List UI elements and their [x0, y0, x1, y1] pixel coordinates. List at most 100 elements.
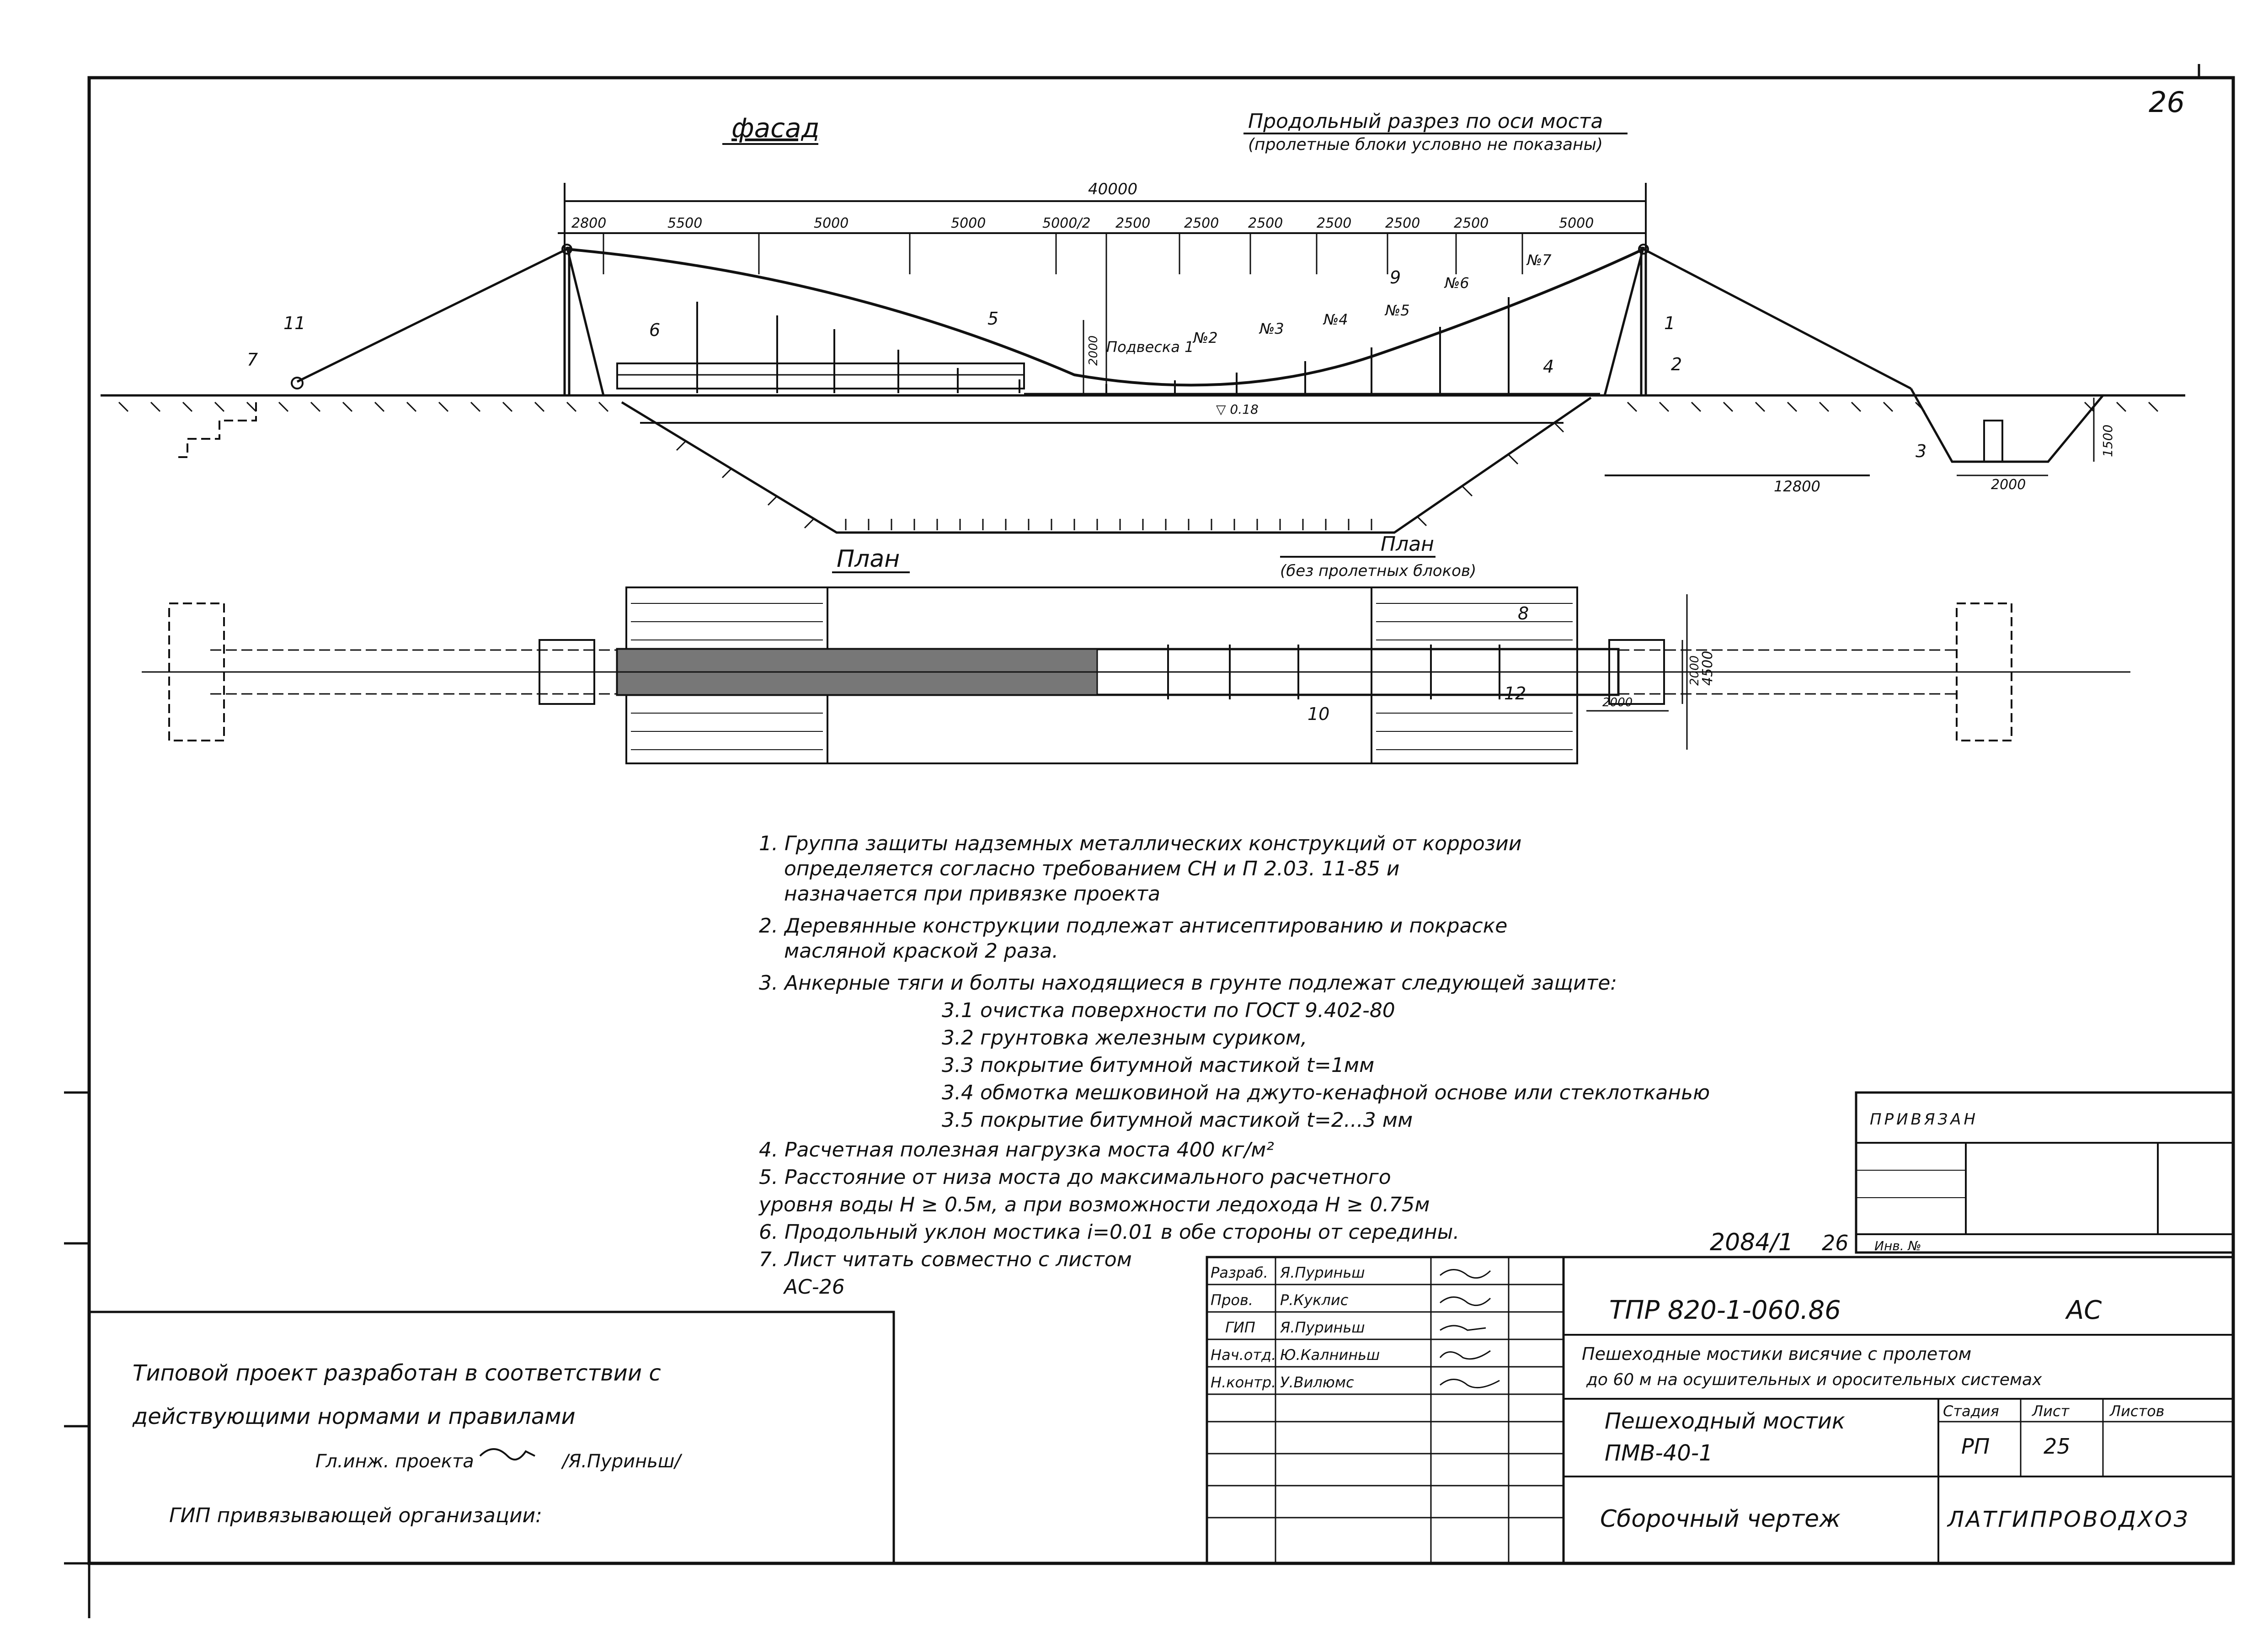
note-line-1: 1. Группа защиты надземных металлических… [759, 832, 1521, 855]
note-line-17: АС-26 [783, 1275, 845, 1299]
plan-note: (без пролетных блоков) [1280, 562, 1476, 580]
typical-line-2: действующими нормами и правилами [132, 1404, 576, 1429]
note-line-4: 2. Деревянные конструкции подлежат антис… [759, 914, 1507, 938]
project-name-1: Пешеходные мостики висячие с пролетом [1582, 1344, 1971, 1364]
dim-7: 2500 [1184, 215, 1219, 231]
signatures [1439, 1269, 1500, 1389]
pit-width: 2000 [1991, 477, 2026, 493]
plan-mark-10: 10 [1307, 704, 1329, 724]
note-line-8: 3.2 грунтовка железным суриком, [942, 1026, 1307, 1050]
typical-project-box: Типовой проект разработан в соответствии… [88, 1311, 895, 1565]
inventory-label: Инв. № [1874, 1238, 1921, 1253]
hanger-1: Подвеска 1 [1106, 338, 1194, 356]
mark-1: 1 [1664, 313, 1675, 333]
typical-line-3: Гл.инж. проекта [315, 1451, 474, 1472]
note-line-7: 3.1 очистка поверхности по ГОСТ 9.402-80 [942, 999, 1395, 1022]
organization: ЛАТГИПРОВОДХОЗ [1947, 1507, 2189, 1532]
note-line-6: 3. Анкерные тяги и болты находящиеся в г… [759, 971, 1617, 995]
level-mark: ▽ 0.18 [1216, 402, 1259, 417]
hanger-4: №4 [1323, 311, 1348, 328]
typical-line-3-name: /Я.Пуриньш/ [561, 1451, 683, 1472]
binding-label: ПРИВЯЗАН [1870, 1110, 1978, 1129]
mark-3: 3 [1916, 441, 1926, 461]
staff-role-2: Пров. [1211, 1291, 1253, 1309]
total-dimension: 40000 [1088, 180, 1137, 198]
plan-mark-8: 8 [1518, 603, 1529, 624]
staff-name-3: Я.Пуриньш [1280, 1319, 1365, 1336]
dim-11: 2500 [1454, 215, 1489, 231]
dim-8: 2500 [1248, 215, 1283, 231]
sheet-frame [87, 76, 2235, 1565]
plan-title: План [837, 545, 900, 573]
note-line-11: 3.5 покрытие битумной мастикой t=2...3 м… [942, 1109, 1413, 1132]
project-name-2: до 60 м на осушительных и оросительных с… [1586, 1370, 2042, 1389]
project-code: ТПР 820-1-060.86 [1609, 1295, 1841, 1325]
note-line-2: определяется согласно требованием СН и П… [784, 857, 1399, 880]
mark-7: 7 [247, 350, 258, 370]
plan-dim-vert: 4500 [1700, 651, 1716, 686]
mark-6: 6 [649, 320, 660, 340]
plan-view: План План (без пролетных блоков) [142, 533, 2130, 764]
sheet-number: 26 [2149, 85, 2185, 119]
note-line-13: 5. Расстояние от низа моста до максималь… [759, 1166, 1391, 1189]
sheet-label: Лист [2032, 1402, 2070, 1420]
note-line-14: уровня воды H ≥ 0.5м, а при возможности … [758, 1193, 1430, 1216]
drawing-name: Сборочный чертеж [1600, 1505, 1841, 1533]
project-mark: АС [2065, 1295, 2102, 1325]
hanger-7: №7 [1526, 251, 1552, 269]
typical-line-1: Типовой проект разработан в соответствии… [133, 1360, 661, 1386]
note-line-9: 3.3 покрытие битумной мастикой t=1мм [942, 1054, 1374, 1077]
stage-label: Стадия [1943, 1402, 1999, 1420]
staff-name-1: Я.Пуриньш [1280, 1264, 1365, 1281]
dim-2: 5500 [667, 215, 702, 231]
general-notes: 1. Группа защиты надземных металлических… [758, 832, 1710, 1299]
dim-12: 5000 [1559, 215, 1594, 231]
note-line-16: 7. Лист читать совместно с листом [759, 1248, 1132, 1271]
dim-4: 5000 [951, 215, 986, 231]
plan-title-2: План [1381, 533, 1434, 556]
dim-3: 5000 [814, 215, 848, 231]
pit-height: 1500 [2100, 425, 2115, 457]
dim-9: 2500 [1317, 215, 1351, 231]
title-block: Разраб. Я.Пуриньш Пров. Р.Куклис ГИП Я.П… [1206, 1256, 2235, 1565]
staff-role-5: Н.контр. [1211, 1374, 1276, 1391]
hanger-5: №5 [1384, 302, 1410, 319]
dim-5: 5000/2 [1042, 215, 1091, 231]
mark-2: 2 [1671, 354, 1682, 374]
sheets-label: Листов [2109, 1402, 2165, 1420]
staff-role-3: ГИП [1225, 1319, 1255, 1336]
section-title: Продольный разрез по оси моста [1248, 110, 1603, 133]
staff-name-4: Ю.Калниньш [1280, 1346, 1380, 1364]
hanger-6: №6 [1444, 274, 1469, 292]
stamp-ref-2: 26 [1822, 1231, 1849, 1255]
hanger-3: №3 [1259, 320, 1284, 337]
plan-dim-small: 2000 [1688, 656, 1702, 686]
mark-11: 11 [283, 313, 305, 333]
facade-title: фасад [731, 112, 820, 144]
note-line-3: назначается при привязке проекта [784, 882, 1160, 906]
section-note: (пролетные блоки условно не показаны) [1248, 135, 1603, 154]
staff-name-5: У.Вилюмс [1280, 1374, 1354, 1391]
note-line-12: 4. Расчетная полезная нагрузка моста 400… [759, 1138, 1274, 1162]
hanger-2: №2 [1192, 329, 1218, 346]
bottom-dimension: 12800 [1774, 478, 1820, 495]
note-line-15: 6. Продольный уклон мостика i=0.01 в обе… [759, 1221, 1459, 1244]
chief-engineer-signature [479, 1448, 535, 1460]
dim-10: 2500 [1385, 215, 1420, 231]
object-name-2: ПМВ-40-1 [1605, 1440, 1713, 1466]
note-line-5: масляной краской 2 раза. [784, 939, 1058, 963]
note-line-10: 3.4 обмотка мешковиной на джуто-кенафной… [942, 1081, 1710, 1104]
facade-section: фасад Продольный разрез по оси моста (пр… [101, 110, 2185, 534]
mark-4: 4 [1543, 357, 1554, 377]
staff-role-1: Разраб. [1211, 1264, 1268, 1281]
small-dimension: 2000 [1087, 336, 1100, 366]
mark-9: 9 [1390, 267, 1401, 288]
sheet-value: 25 [2044, 1434, 2071, 1459]
dim-1: 2800 [571, 215, 606, 231]
staff-role-4: Нач.отд. [1211, 1346, 1276, 1364]
stage-value: РП [1961, 1434, 1990, 1459]
binding-box: ПРИВЯЗАН Инв. № 2084/1 26 [1710, 1091, 2235, 1256]
stamp-ref: 2084/1 [1710, 1229, 1793, 1256]
plan-mark-12: 12 [1504, 683, 1526, 704]
